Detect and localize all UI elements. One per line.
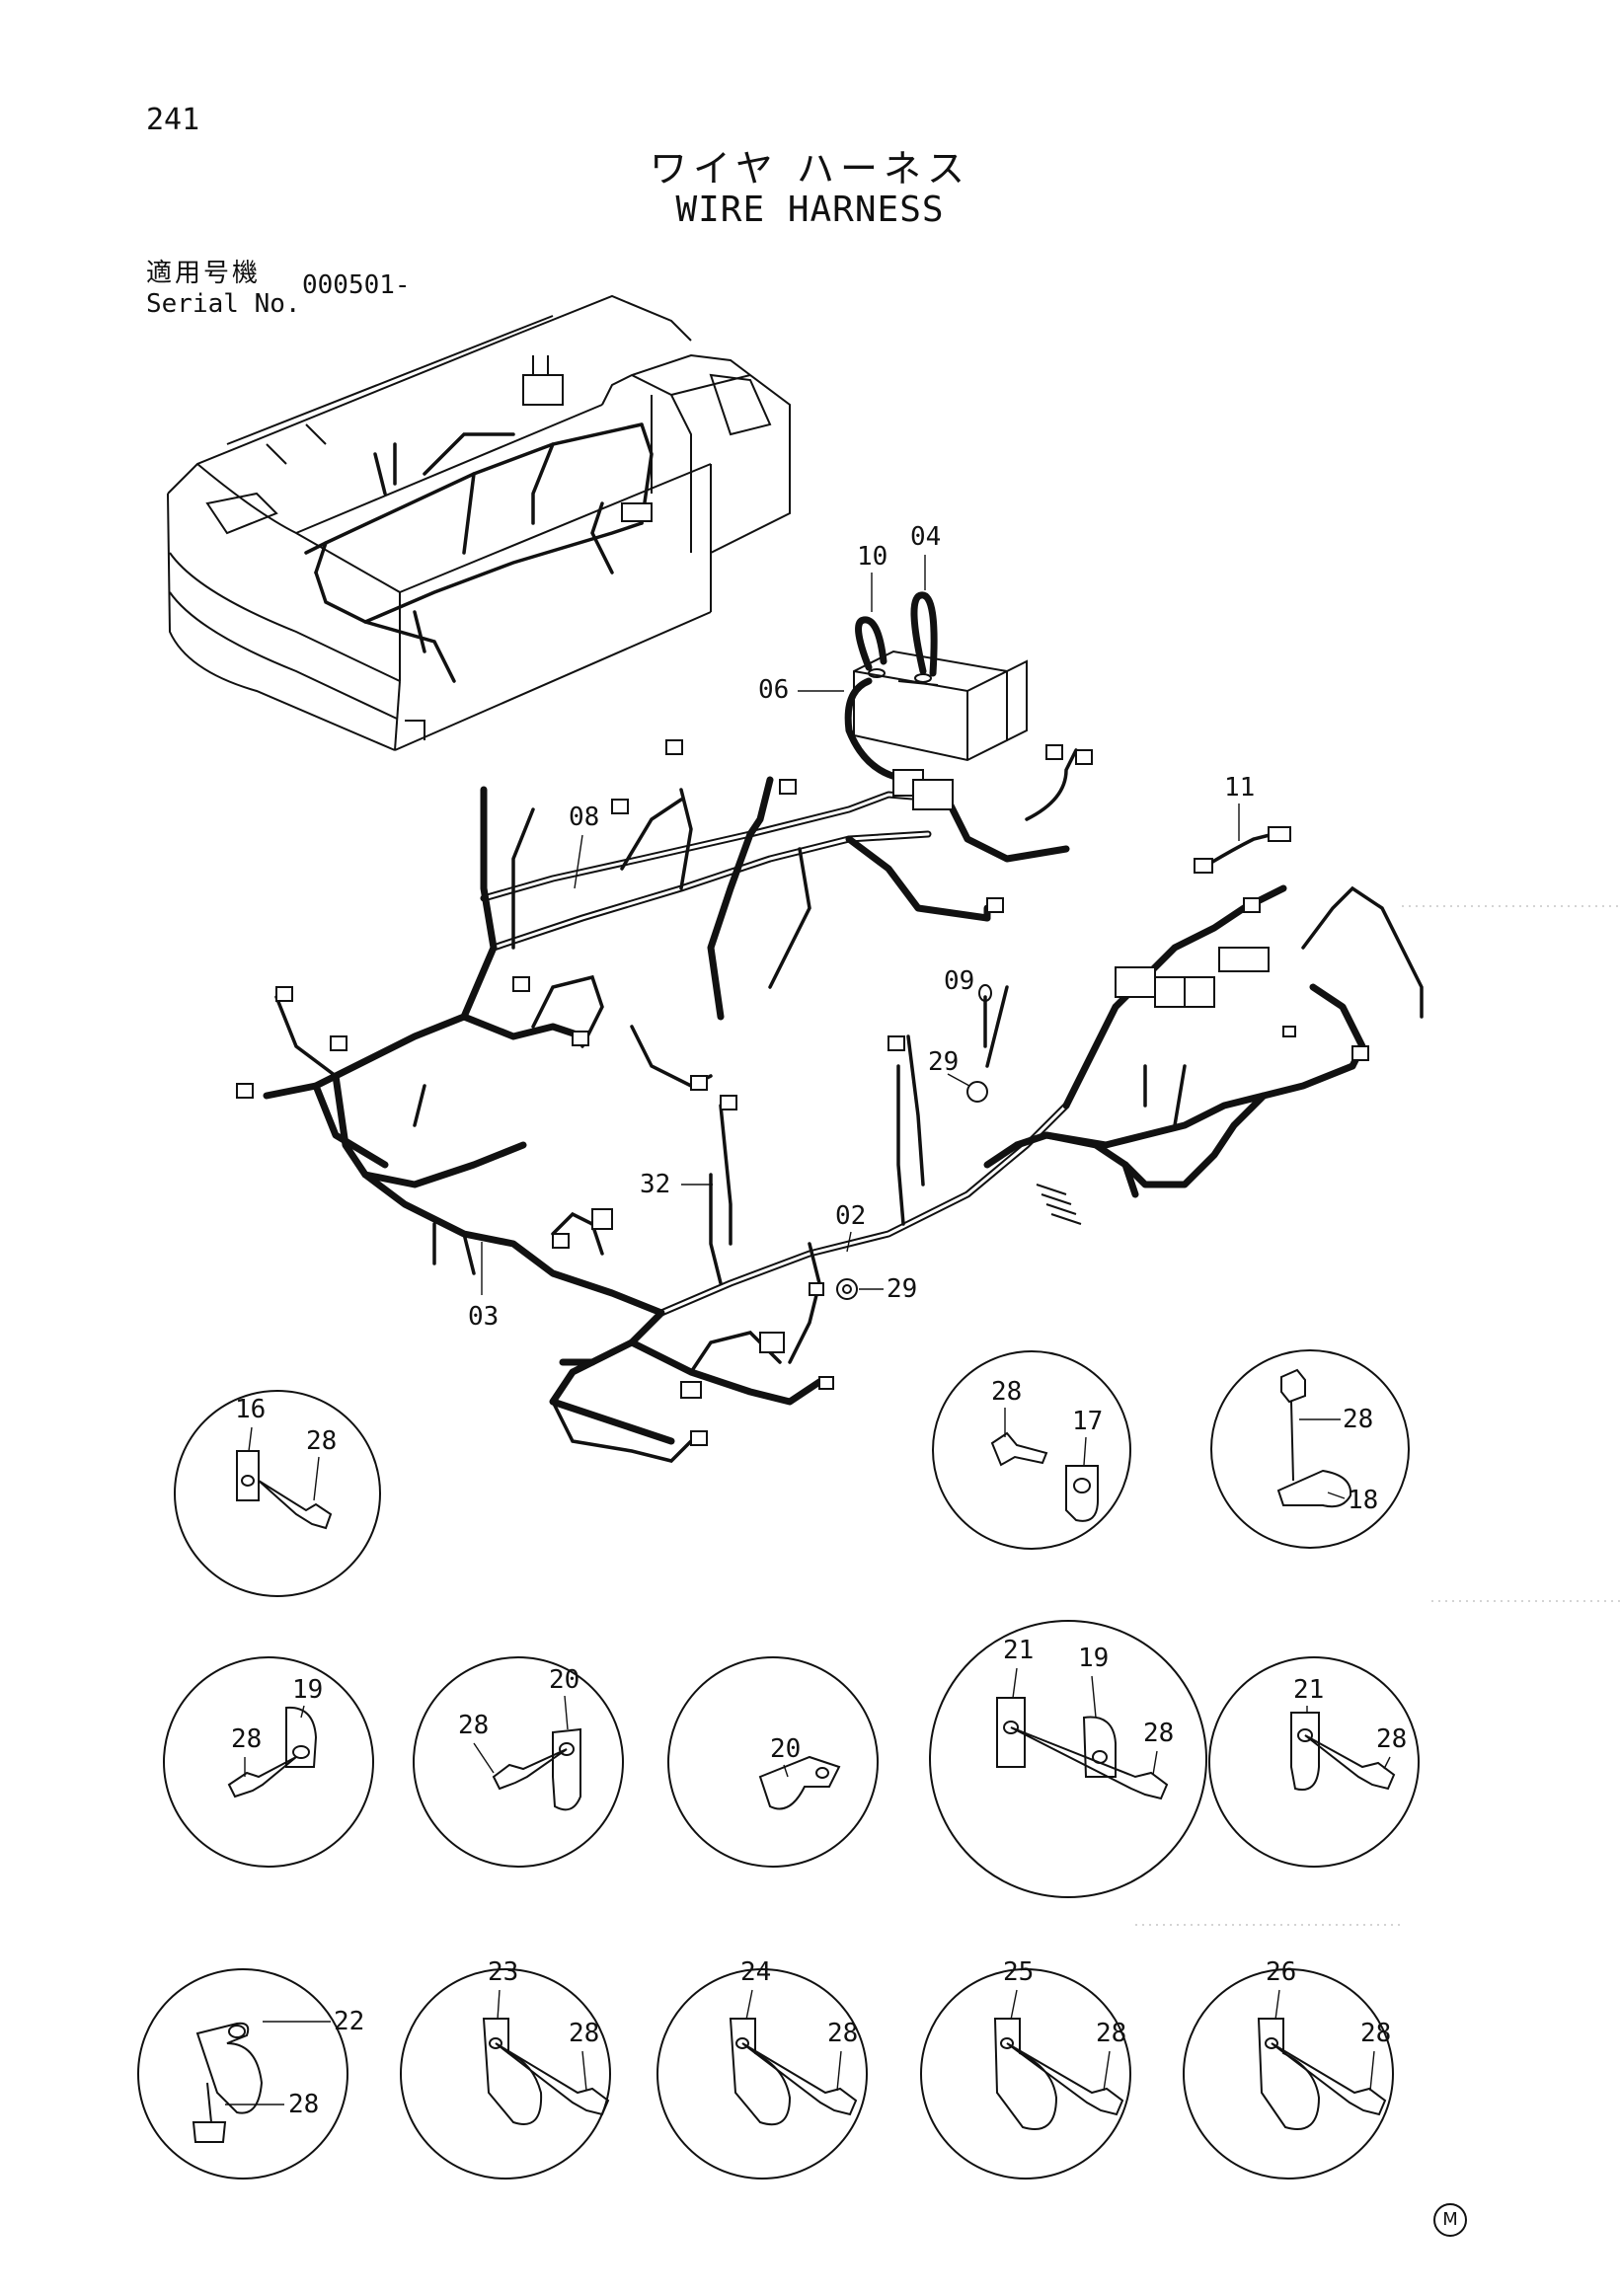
title-japanese: ワイヤ ハーネス xyxy=(650,147,970,191)
part-number-label: 28 xyxy=(1143,1719,1174,1748)
part-number-label: 28 xyxy=(569,2019,599,2048)
label-06: 06 xyxy=(758,675,789,705)
detail-21-clip: 21 28 xyxy=(1208,1656,1420,1868)
part-number-label: 24 xyxy=(740,1957,771,1987)
label-04: 04 xyxy=(910,522,941,552)
detail-23-clip: 23 28 xyxy=(400,1957,611,2180)
label-03: 03 xyxy=(468,1302,499,1332)
detail-25-clip: 25 28 xyxy=(920,1957,1131,2180)
detail-20-clip: 20 28 xyxy=(413,1656,624,1868)
part-number-label: 17 xyxy=(1072,1407,1103,1436)
serial-value: 000501- xyxy=(302,270,411,300)
detail-20-clip-only: 20 xyxy=(667,1656,879,1868)
corner-mark: M xyxy=(1433,2203,1467,2237)
detail-17-clip: 28 17 xyxy=(932,1350,1131,1550)
label-11: 11 xyxy=(1224,773,1255,803)
part-number-label: 22 xyxy=(334,2007,364,2036)
machine-overview-illustration xyxy=(167,294,791,751)
main-part-labels: 10 04 06 08 11 09 29 02 32 29 03 xyxy=(468,522,1255,1332)
part-number-label: 28 xyxy=(306,1426,337,1456)
detail-26-clip: 26 28 xyxy=(1183,1957,1394,2180)
detail-21-19-clip: 21 19 28 xyxy=(929,1620,1207,1898)
part-number-label: 16 xyxy=(235,1395,266,1424)
battery-assembly xyxy=(844,591,1028,784)
part-number-label: 28 xyxy=(991,1377,1022,1407)
part-number-label: 18 xyxy=(1348,1486,1378,1515)
part-number-label: 20 xyxy=(549,1665,579,1695)
part-number-label: 26 xyxy=(1266,1957,1296,1987)
detail-22-clip: 22 28 xyxy=(137,1968,364,2180)
label-08: 08 xyxy=(569,803,599,832)
page-number: 241 xyxy=(146,103,200,137)
part-number-label: 28 xyxy=(1360,2019,1391,2048)
detail-19-clip: 19 28 xyxy=(163,1656,374,1868)
part-number-label: 19 xyxy=(292,1675,323,1705)
part-number-label: 23 xyxy=(488,1957,518,1987)
part-number-label: 28 xyxy=(1343,1405,1373,1434)
detail-24-clip: 24 28 xyxy=(656,1957,868,2180)
part-number-label: 28 xyxy=(1096,2019,1126,2048)
part-number-label: 20 xyxy=(770,1734,801,1764)
part-number-label: 28 xyxy=(231,1724,262,1754)
part-number-label: 21 xyxy=(1293,1675,1324,1705)
part-number-label: 19 xyxy=(1078,1644,1109,1673)
serial-label-japanese: 適用号機 xyxy=(146,259,262,288)
part-number-label: 28 xyxy=(458,1711,489,1740)
title-english: WIRE HARNESS xyxy=(675,190,945,230)
label-09: 09 xyxy=(944,966,974,996)
part-number-label: 28 xyxy=(827,2019,858,2048)
label-29-lower: 29 xyxy=(887,1274,917,1304)
part-number-label: 28 xyxy=(288,2090,319,2119)
label-29-upper: 29 xyxy=(928,1047,959,1077)
part-number-label: 25 xyxy=(1003,1957,1034,1987)
detail-16-clip: 16 28 xyxy=(174,1390,381,1597)
serial-label-english: Serial No. xyxy=(146,289,301,319)
label-10: 10 xyxy=(857,542,887,572)
main-harness xyxy=(236,739,1424,1463)
detail-18-clip: 28 18 xyxy=(1210,1349,1410,1549)
part-number-label: 28 xyxy=(1376,1724,1407,1754)
label-02: 02 xyxy=(835,1201,866,1231)
part-number-label: 21 xyxy=(1003,1636,1034,1665)
label-32: 32 xyxy=(640,1170,670,1199)
